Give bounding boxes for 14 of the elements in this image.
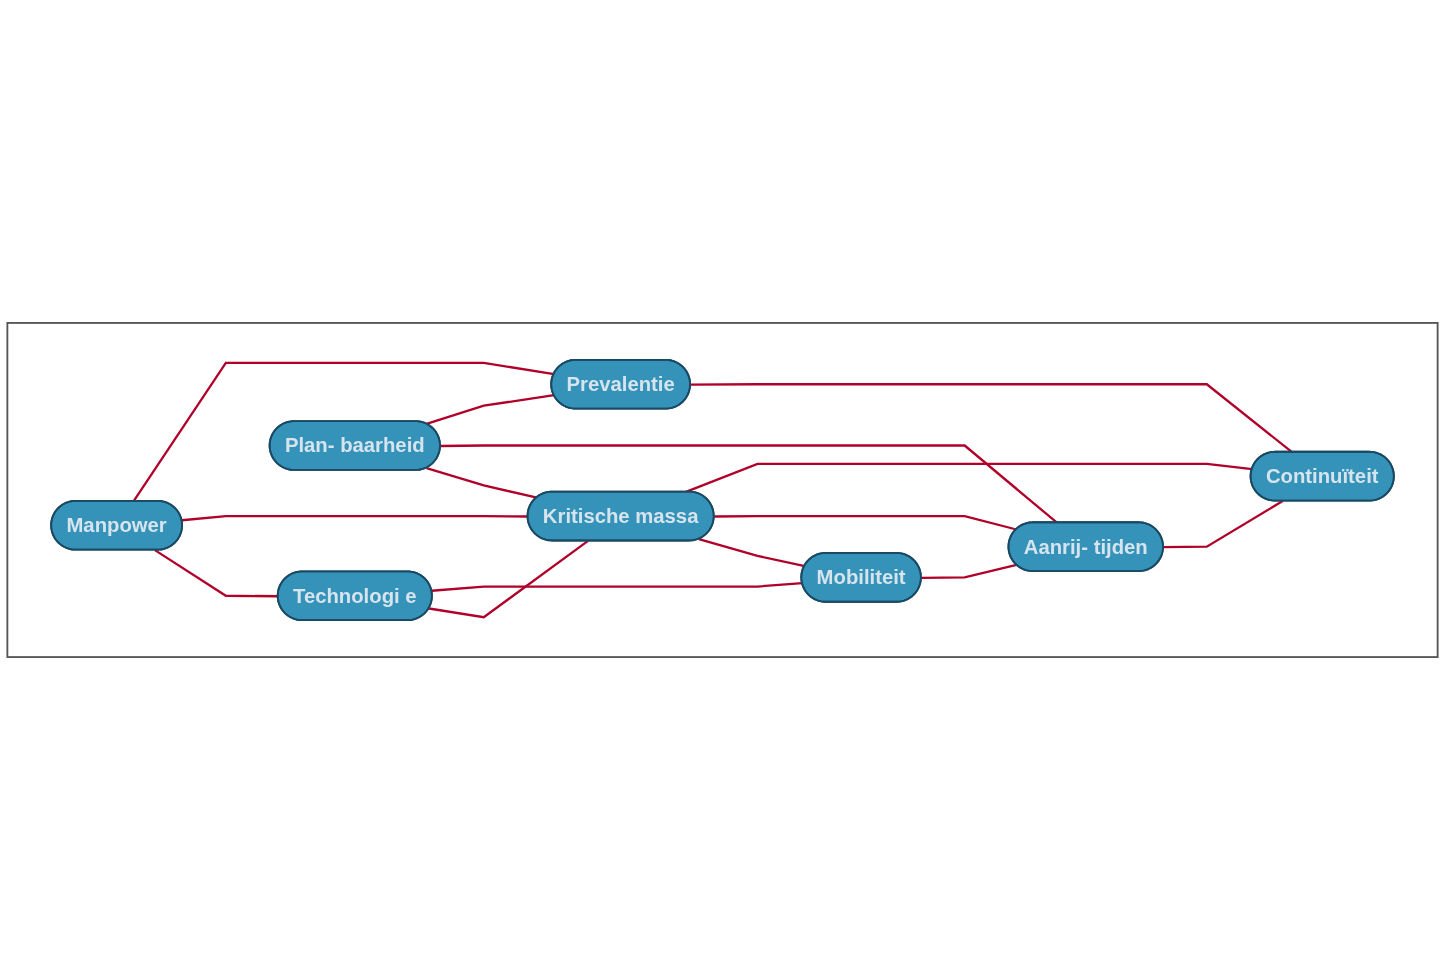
connector xyxy=(132,361,555,502)
connector xyxy=(1163,500,1284,549)
connector xyxy=(714,514,1017,531)
connector xyxy=(428,540,589,619)
connector xyxy=(698,538,805,568)
connector xyxy=(921,563,1017,579)
connector xyxy=(426,394,555,426)
connector xyxy=(440,444,1058,524)
cluster xyxy=(6,322,1439,658)
connector xyxy=(154,549,279,598)
connector xyxy=(426,466,538,499)
connector xyxy=(684,462,1253,494)
connector xyxy=(431,581,803,592)
connector xyxy=(181,514,528,522)
